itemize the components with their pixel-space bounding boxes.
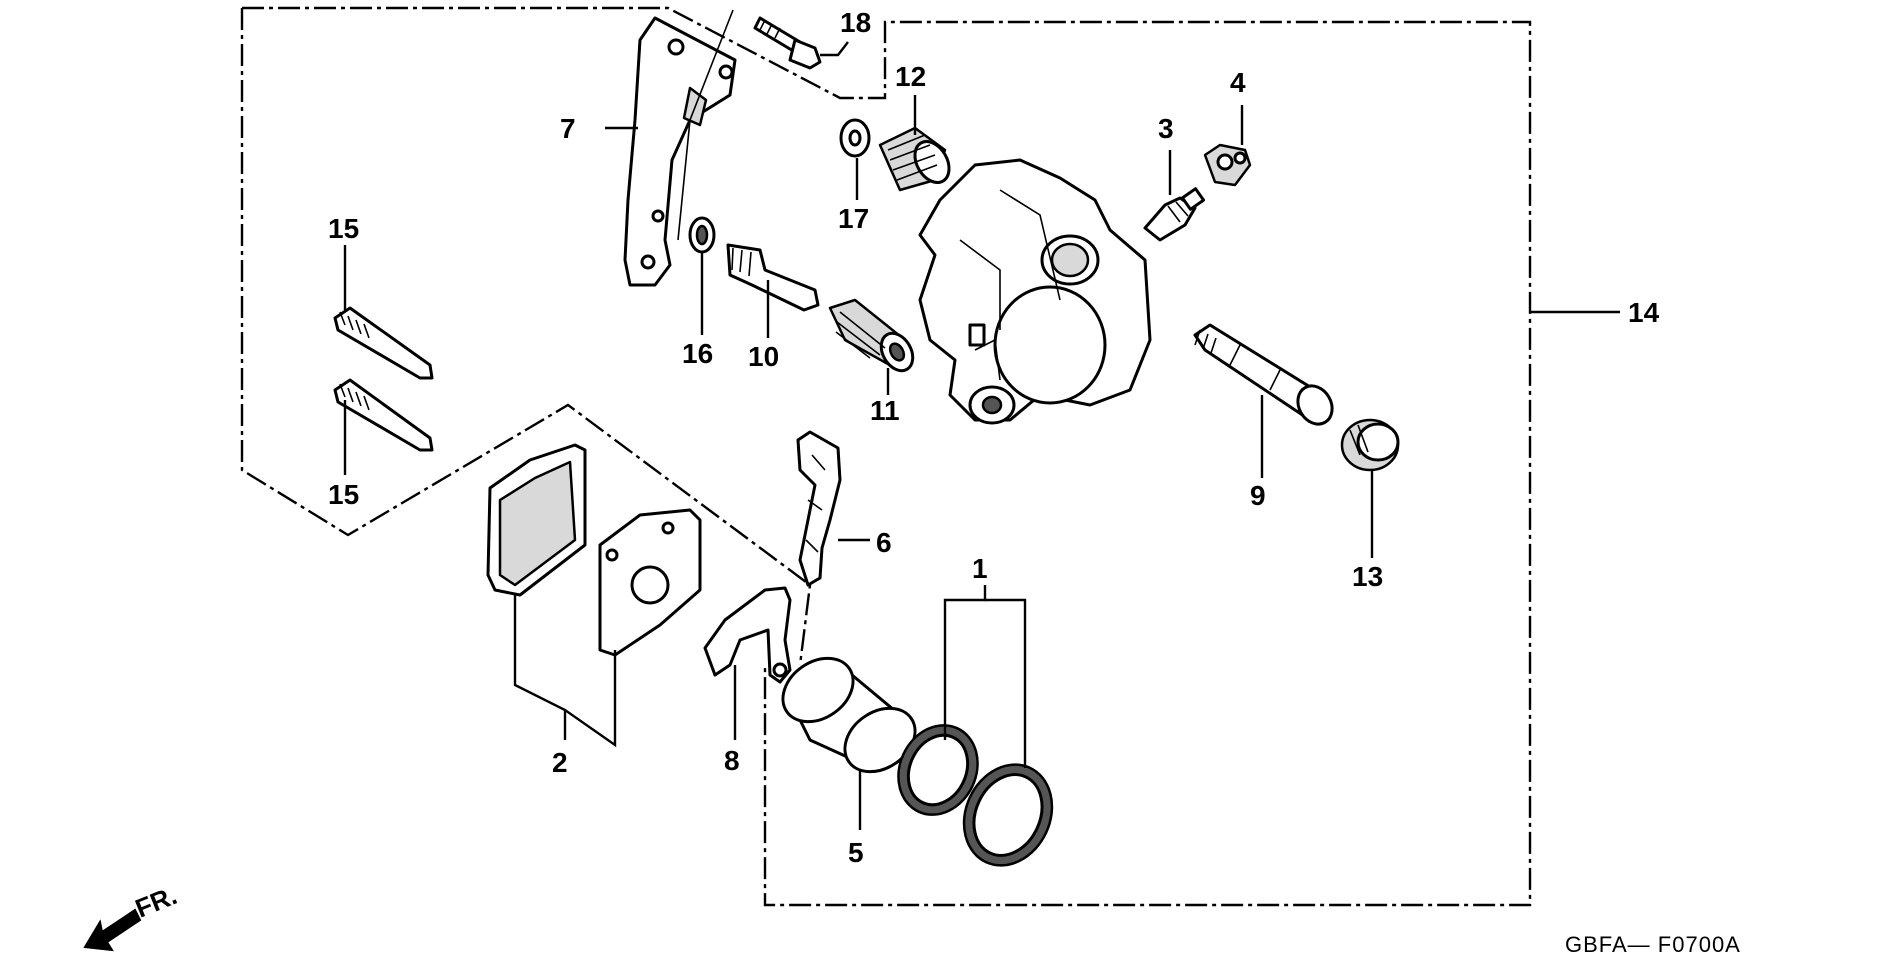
label-10: 10 [748,341,779,372]
bracket-group-outline [242,6,1532,907]
label-17: 17 [838,203,869,234]
piston-seals-part [897,724,1054,867]
label-6: 6 [876,527,892,558]
label-18: 18 [840,7,871,38]
label-7: 7 [560,113,576,144]
pad-spring-part [796,430,842,587]
pad-pins [333,306,434,452]
label-15-lower: 15 [328,479,359,510]
figure-code: GBFA— F0700A [1565,932,1741,957]
front-direction-indicator: FR. [83,880,181,952]
label-14: 14 [1628,297,1660,328]
piston-part [781,656,917,774]
bleeder-screw-part [1143,187,1206,242]
washer-and-slide-bolt [688,216,820,312]
slide-pin-boot-part [1340,418,1400,472]
label-5: 5 [848,837,864,868]
label-3: 3 [1158,113,1174,144]
label-4: 4 [1230,67,1246,98]
caliper-bracket-part [623,9,737,287]
label-11: 11 [870,395,900,426]
label-9: 9 [1250,480,1266,511]
label-1: 1 [972,553,988,584]
label-16: 16 [682,338,713,369]
brake-pads-part [486,443,702,657]
seal-and-boot [839,118,951,192]
label-8: 8 [724,745,740,776]
leader-lines [343,41,1620,830]
caliper-body-part [918,158,1152,425]
part-number-labels: 1 2 3 4 5 6 7 8 9 10 11 12 13 14 15 15 1… [328,7,1660,868]
slide-pin-part [1193,323,1334,426]
bleeder-cap-part [1203,143,1252,187]
label-12: 12 [895,61,926,92]
assembly-outlines [240,6,1532,907]
label-13: 13 [1352,561,1383,592]
pad-retainer-part [703,586,792,684]
label-2: 2 [552,747,568,778]
left-pad-group-outline [240,8,812,666]
bracket-bolt-part [753,16,822,70]
pin-boot-part [828,298,915,373]
front-arrow-icon [83,908,142,952]
label-15-upper: 15 [328,213,359,244]
